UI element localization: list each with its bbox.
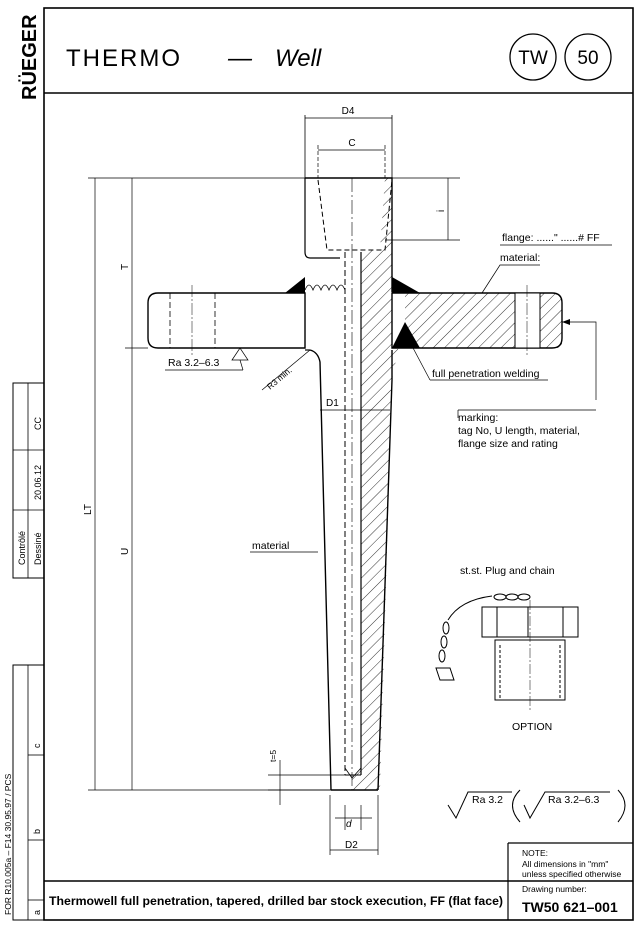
note-line-2: unless specified otherwise (522, 869, 621, 879)
roughness-main: Ra 3.2 (472, 794, 503, 806)
drawing-description: Thermowell full penetration, tapered, dr… (49, 894, 503, 908)
option-title: st.st. Plug and chain (460, 565, 555, 577)
note-line-1: All dimensions in "mm" (522, 859, 608, 869)
callout-ra-flange: Ra 3.2–6.3 (168, 357, 220, 369)
callout-material-stem: material (252, 540, 289, 552)
drawing-number: TW50 621–001 (522, 899, 618, 915)
approved-date: 20.06.12 (33, 465, 43, 500)
brand-logo: RÜEGER (18, 14, 41, 100)
rev-b: b (32, 829, 42, 834)
approved-initials: CC (33, 417, 43, 430)
thermowell-body (304, 115, 405, 791)
note-title: NOTE: (522, 848, 548, 858)
label-dessine: Dessiné (33, 532, 43, 565)
dim-d2: D2 (345, 840, 358, 851)
dim-t: T (120, 264, 131, 270)
title-dash: — (227, 45, 253, 72)
callout-leaders (165, 244, 612, 553)
roughness-symbols (447, 789, 626, 823)
dim-u: U (120, 548, 131, 555)
dim-c: C (348, 138, 355, 149)
badge-circle-2 (564, 33, 612, 81)
rev-a: a (32, 910, 42, 915)
dimension-lines (88, 117, 460, 855)
form-reference: FOR R10.005a – F14 30.95.97 / PCS (3, 773, 13, 915)
dim-i: i (436, 210, 447, 212)
sheet-frame (43, 7, 634, 921)
dim-r3: R3 min. (265, 365, 294, 391)
callout-weld: full penetration welding (432, 368, 540, 380)
rev-c: c (32, 743, 42, 748)
flange (147, 277, 563, 355)
dim-lt: LT (83, 504, 94, 515)
arrowhead-marking (562, 319, 570, 325)
dim-d1: D1 (326, 398, 339, 409)
plug-and-chain-icon (435, 593, 579, 710)
callout-flange: flange: ......" ......# FF (502, 232, 600, 244)
title-main: THERMO (66, 45, 182, 72)
roughness-general: Ra 3.2–6.3 (548, 794, 600, 806)
option-label: OPTION (512, 721, 552, 733)
badge-tw: TW (518, 48, 548, 69)
callout-marking-1: marking: (458, 412, 498, 424)
title-sub: Well (275, 45, 322, 72)
dim-d: d (346, 819, 352, 830)
label-controle: Contrôlé (17, 531, 27, 565)
badge-50: 50 (577, 48, 598, 69)
dim-t5: t=5 (268, 750, 278, 762)
side-block (12, 382, 45, 921)
callout-marking-2: tag No, U length, material, (458, 425, 580, 437)
badge-circle-1 (509, 33, 557, 81)
callout-marking-3: flange size and rating (458, 438, 558, 450)
dim-d4: D4 (342, 106, 355, 117)
callout-material-top: material: (500, 252, 540, 264)
drawing-number-label: Drawing number: (522, 884, 587, 894)
